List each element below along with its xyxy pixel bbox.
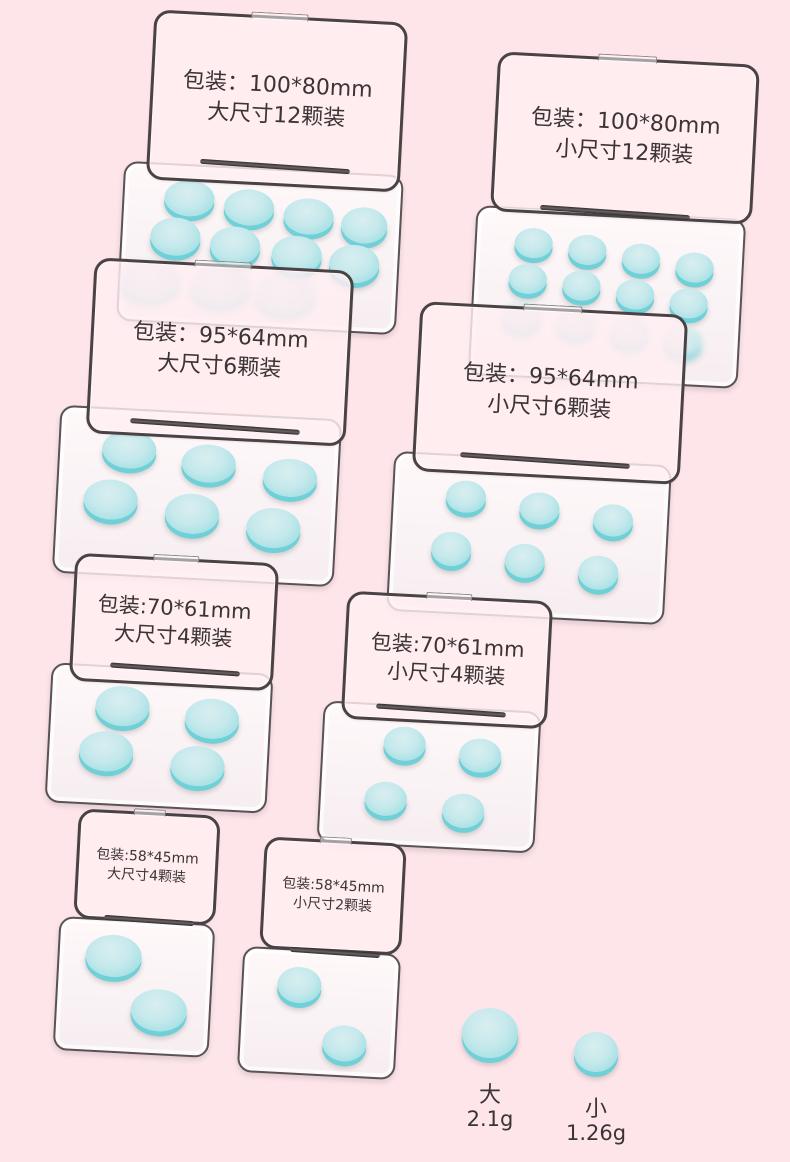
pill-icon — [180, 443, 237, 484]
pill-icon — [592, 503, 634, 538]
large-pill-icon — [462, 1008, 518, 1058]
pill-icon — [458, 737, 503, 774]
pill-icon — [245, 506, 302, 550]
pill-icon — [513, 227, 554, 260]
pill-icon — [518, 491, 561, 526]
package-count-text: 大尺寸6颗装 — [156, 350, 282, 383]
pill-icon — [282, 197, 335, 236]
pill-icon — [363, 780, 408, 817]
pill-icon — [321, 1024, 368, 1063]
pill-icon — [615, 278, 655, 311]
case-lid: 包装:58*45mm 大尺寸4颗装 — [73, 808, 221, 926]
small-pill-icon — [574, 1032, 618, 1072]
case-lid: 包装:58*45mm 小尺寸2颗装 — [259, 836, 407, 956]
pill-icon — [561, 269, 602, 302]
pill-icon — [164, 492, 221, 536]
pill-icon — [577, 554, 620, 591]
case-lid: 包装：95*64mm 小尺寸6颗装 — [411, 301, 689, 485]
pill-icon — [340, 206, 389, 245]
pill-icon — [674, 251, 715, 284]
pill-icon — [184, 697, 241, 741]
case-tray — [52, 916, 216, 1058]
pill-icon — [503, 542, 546, 579]
package-count-text: 大尺寸12颗装 — [206, 99, 346, 132]
pill-icon — [163, 178, 216, 218]
pill-icon — [129, 987, 188, 1033]
case-lid: 包装：100*80mm 小尺寸12颗装 — [489, 51, 761, 225]
large-size-label: 大 — [478, 1083, 501, 1108]
pill-icon — [84, 933, 143, 979]
package-count-text: 小尺寸12颗装 — [554, 136, 694, 169]
small-pill-label: 小 1.26g — [546, 1097, 646, 1146]
pill-icon — [149, 216, 202, 257]
package-count-text: 小尺寸2颗装 — [292, 894, 373, 916]
large-weight-label: 2.1g — [466, 1107, 514, 1132]
pill-icon — [567, 233, 608, 266]
pill-icon — [508, 262, 548, 295]
package-count-text: 大尺寸4颗装 — [113, 620, 234, 652]
pill-icon — [445, 479, 487, 514]
pill-icon — [430, 530, 473, 567]
pill-icon — [223, 188, 276, 227]
pill-icon — [262, 457, 319, 499]
package-count-text: 大尺寸4颗装 — [106, 865, 187, 887]
pill-icon — [621, 242, 661, 275]
case-tray — [236, 945, 402, 1081]
pill-icon — [94, 684, 151, 728]
pill-icon — [82, 478, 139, 521]
pill-icon — [382, 725, 427, 762]
package-count-text: 小尺寸6颗装 — [486, 391, 612, 424]
package-count-text: 小尺寸4颗装 — [386, 658, 507, 690]
pill-icon — [441, 792, 486, 829]
pill-icon — [276, 965, 323, 1005]
small-weight-label: 1.26g — [565, 1121, 627, 1146]
large-pill-label: 大 2.1g — [440, 1083, 540, 1132]
case-lid: 包装：95*64mm 大尺寸6颗装 — [85, 257, 355, 447]
small-size-label: 小 — [584, 1097, 607, 1122]
pill-icon — [169, 744, 226, 788]
pill-icon — [78, 729, 135, 773]
